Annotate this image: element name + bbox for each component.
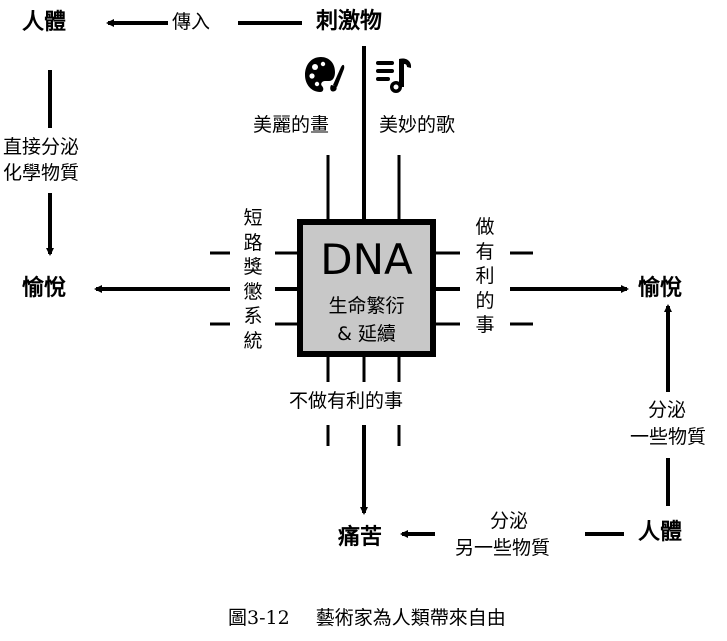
edge-label-secrete-other-2: 另一些物質 (455, 537, 551, 559)
node-pain: 痛苦 (338, 525, 383, 550)
node-body-top: 人體 (22, 10, 67, 35)
music-note-icon (376, 58, 412, 93)
label-not-do-beneficial: 不做有利的事 (289, 390, 404, 412)
figure-title: 藝術家為人類帶來自由 (315, 607, 506, 629)
node-pleasure-left: 愉悅 (22, 276, 67, 301)
node-body-bottom: 人體 (638, 520, 683, 545)
node-stimulus: 刺激物 (316, 9, 383, 34)
edge-label-secrete-some-2: 一些物質 (630, 426, 707, 448)
edge-label-direct-secrete-1: 直接分泌 (3, 136, 80, 158)
label-short-circuit-reward-system: 短路獎懲系統 (243, 207, 263, 352)
figure-number: 圖3-12 (228, 607, 290, 629)
dna-subtitle-2: & 延續 (337, 323, 396, 345)
edge-label-transmit: 傳入 (172, 11, 211, 33)
label-beautiful-painting: 美麗的畫 (253, 114, 330, 136)
edge-label-secrete-some-1: 分泌 (648, 399, 687, 421)
edge-label-direct-secrete-2: 化學物質 (3, 162, 80, 184)
dna-subtitle-1: 生命繁衍 (328, 295, 405, 317)
node-pleasure-right: 愉悅 (638, 276, 683, 301)
dna-title: DNA (320, 235, 413, 284)
label-do-beneficial: 做有利的事 (475, 216, 495, 336)
label-beautiful-song: 美妙的歌 (379, 114, 456, 136)
figure-caption: 圖3-12 藝術家為人類帶來自由 (228, 603, 506, 630)
palette-icon (305, 57, 345, 92)
dna-box: DNA 生命繁衍 & 延續 (297, 219, 436, 357)
edge-label-secrete-other-1: 分泌 (490, 510, 529, 532)
